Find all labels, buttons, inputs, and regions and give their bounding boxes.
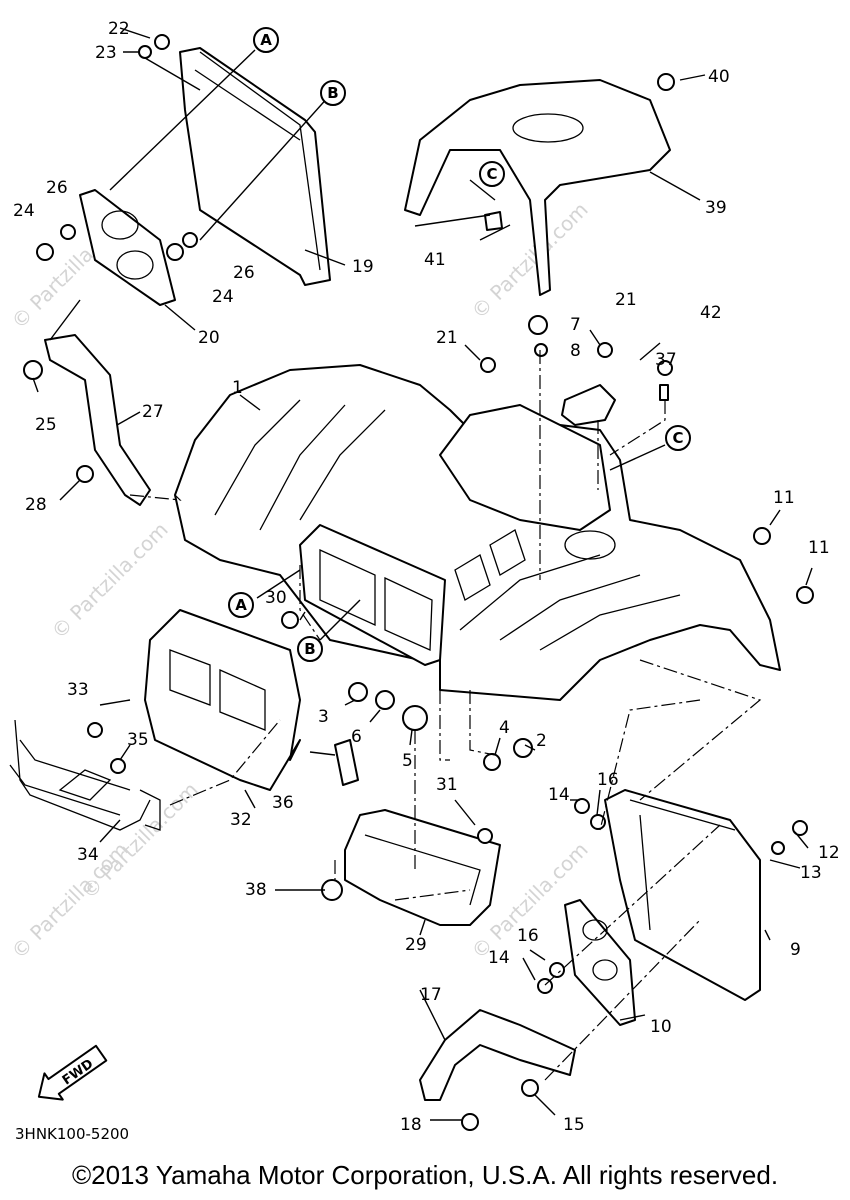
part-label-2: 2 xyxy=(536,731,547,751)
part-label-19: 19 xyxy=(352,257,374,277)
part-label-9: 9 xyxy=(790,940,801,960)
leader-lines xyxy=(32,27,813,1121)
part-label-23: 23 xyxy=(95,43,117,63)
part-label-37: 37 xyxy=(655,350,677,370)
ref-a-mid: A xyxy=(228,592,254,618)
part-label-14b: 14 xyxy=(488,948,510,968)
part-label-20: 20 xyxy=(198,328,220,348)
ref-b-top: B xyxy=(320,80,346,106)
part-27-bracket xyxy=(44,334,151,506)
ref-letter: C xyxy=(672,429,683,447)
part-label-40: 40 xyxy=(708,67,730,87)
ref-c-top: C xyxy=(479,161,505,187)
part-label-26b: 26 xyxy=(233,263,255,283)
watermark: © Partzilla.com xyxy=(47,517,173,643)
part-32-bezel xyxy=(144,609,301,791)
ref-letter: C xyxy=(486,165,497,183)
part-34-guard xyxy=(9,719,161,831)
part-9-mudflap xyxy=(604,789,761,1001)
part-label-14a: 14 xyxy=(548,785,570,805)
part-label-17: 17 xyxy=(420,985,442,1005)
part-label-33: 33 xyxy=(67,680,89,700)
watermark: © Partzilla.com xyxy=(77,777,203,903)
part-label-41: 41 xyxy=(424,250,446,270)
part-label-18: 18 xyxy=(400,1115,422,1135)
part-19-mudflap xyxy=(179,47,331,286)
part-39-cover xyxy=(404,79,671,296)
part-label-11b: 11 xyxy=(808,538,830,558)
part-label-7: 7 xyxy=(570,315,581,335)
ref-letter: A xyxy=(235,596,247,614)
part-20-plate xyxy=(79,189,176,306)
part-label-34: 34 xyxy=(77,845,99,865)
part-label-4: 4 xyxy=(499,718,510,738)
part-37-pad xyxy=(561,384,616,426)
part-label-16a: 16 xyxy=(597,770,619,790)
part-label-38: 38 xyxy=(245,880,267,900)
part-label-26a: 26 xyxy=(46,178,68,198)
part-label-35: 35 xyxy=(127,730,149,750)
part-label-24b: 24 xyxy=(212,287,234,307)
part-label-15: 15 xyxy=(563,1115,585,1135)
part-label-16b: 16 xyxy=(517,926,539,946)
ref-c-mid: C xyxy=(665,425,691,451)
ref-letter: A xyxy=(260,31,272,49)
part-label-30: 30 xyxy=(265,588,287,608)
circled-refs: A B C C A B xyxy=(228,27,691,662)
part-label-32: 32 xyxy=(230,810,252,830)
part-label-24a: 24 xyxy=(13,201,35,221)
part-labels: 1 2 3 4 5 6 7 8 9 10 11 11 12 13 14 14 1… xyxy=(13,19,840,1135)
part-label-12: 12 xyxy=(818,843,840,863)
fwd-arrow: FWD xyxy=(37,1044,108,1101)
part-label-39: 39 xyxy=(705,198,727,218)
part-label-27: 27 xyxy=(142,402,164,422)
part-label-11a: 11 xyxy=(773,488,795,508)
ref-letter: B xyxy=(327,84,338,102)
ref-a-top: A xyxy=(253,27,279,53)
part-label-42: 42 xyxy=(700,303,722,323)
ref-b-mid: B xyxy=(297,636,323,662)
part-label-28: 28 xyxy=(25,495,47,515)
copyright-notice: ©2013 Yamaha Motor Corporation, U.S.A. A… xyxy=(71,1160,779,1190)
hardware xyxy=(23,34,814,1131)
part-10-plate xyxy=(564,899,636,1026)
part-label-8: 8 xyxy=(570,341,581,361)
alignment-lines xyxy=(129,350,762,1081)
part-label-29: 29 xyxy=(405,935,427,955)
part-label-10: 10 xyxy=(650,1017,672,1037)
part-17-bracket xyxy=(419,1009,576,1101)
diagram-code: 3HNK100-5200 xyxy=(15,1125,129,1143)
part-1-front-fender xyxy=(174,364,781,701)
part-label-21b: 21 xyxy=(615,290,637,310)
part-29-housing xyxy=(344,809,501,926)
part-label-25: 25 xyxy=(35,415,57,435)
part-label-5: 5 xyxy=(402,751,413,771)
part-label-13: 13 xyxy=(800,863,822,883)
part-label-31: 31 xyxy=(436,775,458,795)
ref-letter: B xyxy=(304,640,315,658)
part-label-6: 6 xyxy=(351,727,362,747)
part-label-21a: 21 xyxy=(436,328,458,348)
part-label-3: 3 xyxy=(318,707,329,727)
part-label-22: 22 xyxy=(108,19,130,39)
part-label-1: 1 xyxy=(232,378,243,398)
part-label-36: 36 xyxy=(272,793,294,813)
